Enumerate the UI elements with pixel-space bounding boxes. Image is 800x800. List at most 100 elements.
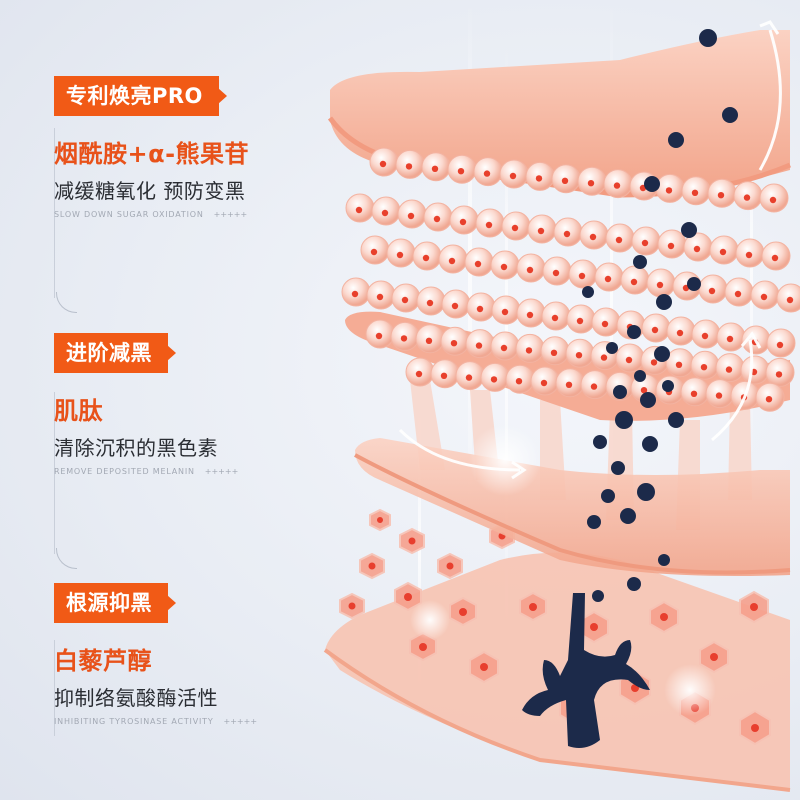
lattice-core — [511, 224, 519, 232]
guide-line — [54, 128, 55, 298]
lattice-core — [431, 165, 439, 172]
lattice-core — [376, 293, 384, 301]
english-caption-text: INHIBITING TYROSINASE ACTIVITY — [54, 717, 214, 726]
tag-arrow-icon — [167, 595, 176, 611]
lattice-core — [500, 344, 508, 352]
lattice-core — [509, 172, 517, 180]
lattice-core — [433, 215, 441, 223]
lattice-core — [552, 269, 560, 277]
lattice-core — [640, 387, 648, 394]
melanin-particles — [582, 29, 738, 602]
lattice-core — [483, 170, 491, 177]
lattice-core — [415, 370, 423, 378]
lattice-core — [600, 354, 608, 361]
english-caption: INHIBITING TYROSINASE ACTIVITY +++++ — [54, 717, 354, 726]
lattice-core — [691, 189, 699, 196]
lattice-core — [525, 347, 533, 354]
lattice-core — [459, 218, 467, 226]
lattice-core — [630, 278, 638, 286]
english-caption-text: REMOVE DEPOSITED MELANIN — [54, 467, 195, 476]
lattice-core — [370, 248, 378, 256]
lattice-core — [575, 352, 583, 359]
lattice-core — [769, 196, 777, 204]
lattice-core — [475, 342, 483, 349]
english-caption-text: SLOW DOWN SUGAR OXIDATION — [54, 210, 204, 219]
lattice-core — [500, 263, 508, 271]
tag-arrow-icon — [167, 345, 176, 361]
lattice-core — [526, 311, 534, 319]
melanocyte-icon — [522, 593, 650, 748]
lattice-core — [604, 275, 612, 283]
lattice-core — [351, 290, 359, 298]
lattice-core — [565, 381, 573, 388]
lattice-core — [587, 180, 595, 187]
lattice-core — [401, 296, 409, 304]
lattice-core — [526, 266, 534, 274]
lattice-core — [726, 335, 734, 343]
lattice-core — [693, 245, 701, 253]
lattice-core — [576, 317, 584, 325]
lattice-core — [407, 212, 415, 220]
lattice-core — [355, 206, 363, 214]
lattice-core — [422, 254, 430, 262]
lattice-core — [651, 326, 659, 334]
lattice-core — [665, 187, 673, 194]
lattice-core — [690, 390, 698, 397]
feature-section-reduce: 进阶减黑 肌肽 清除沉积的黑色素 REMOVE DEPOSITED MELANI… — [54, 333, 354, 476]
section-tag: 根源抑黑 — [54, 583, 176, 623]
lattice-core — [734, 290, 742, 298]
lattice-core — [451, 302, 459, 310]
plus-decoration: +++++ — [223, 717, 258, 726]
lattice-core — [590, 383, 598, 390]
lattice-core — [715, 392, 723, 399]
benefit-description: 抑制络氨酸酶活性 — [54, 686, 218, 710]
lattice-core — [776, 341, 784, 349]
lattice-core — [540, 379, 548, 387]
lattice-core — [551, 314, 559, 322]
guide-line — [54, 392, 55, 554]
lattice-core — [474, 260, 482, 268]
ingredient-title: 白藜芦醇 — [54, 647, 152, 675]
lattice-core — [589, 233, 597, 241]
light-flares — [410, 424, 716, 716]
lattice-core — [601, 320, 609, 328]
benefit-description: 清除沉积的黑色素 — [54, 436, 218, 460]
tag-arrow-icon — [217, 88, 227, 104]
english-caption: SLOW DOWN SUGAR OXIDATION +++++ — [54, 210, 354, 219]
lattice-core — [786, 296, 794, 304]
lattice-core — [485, 221, 493, 229]
lattice-core — [675, 361, 683, 368]
guide-line — [54, 640, 55, 736]
lattice-core — [641, 239, 649, 247]
section-tag-label: 根源抑黑 — [66, 591, 152, 615]
lattice-core — [667, 242, 675, 250]
lattice-core — [476, 305, 484, 313]
section-tag: 进阶减黑 — [54, 333, 176, 373]
lattice-core — [717, 192, 725, 199]
lattice-core — [550, 349, 558, 356]
lattice-core — [465, 374, 473, 381]
lattice-core — [625, 356, 633, 364]
lattice-core — [405, 163, 413, 170]
plus-decoration: +++++ — [213, 210, 248, 219]
lattice-core — [379, 160, 387, 168]
lattice-core — [676, 329, 684, 337]
feature-section-inhibit: 根源抑黑 白藜芦醇 抑制络氨酸酶活性 INHIBITING TYROSINASE… — [54, 583, 354, 726]
lattice-core — [578, 272, 586, 280]
lattice-core — [743, 194, 751, 201]
ingredient-title: 肌肽 — [54, 397, 103, 425]
lattice-core — [613, 182, 621, 189]
lattice-core — [448, 257, 456, 265]
lattice-core — [426, 299, 434, 307]
lattice-core — [375, 332, 383, 340]
lattice-core — [450, 340, 458, 347]
lattice-core — [771, 254, 779, 262]
lattice-core — [381, 209, 389, 217]
lattice-core — [708, 287, 716, 295]
benefit-description: 减缓糖氧化 预防变黑 — [54, 179, 246, 203]
lattice-core — [700, 364, 708, 371]
lattice-core — [425, 337, 433, 344]
ingredient-title: 烟酰胺+α-熊果苷 — [54, 140, 250, 168]
sphere-lattice — [341, 147, 800, 412]
